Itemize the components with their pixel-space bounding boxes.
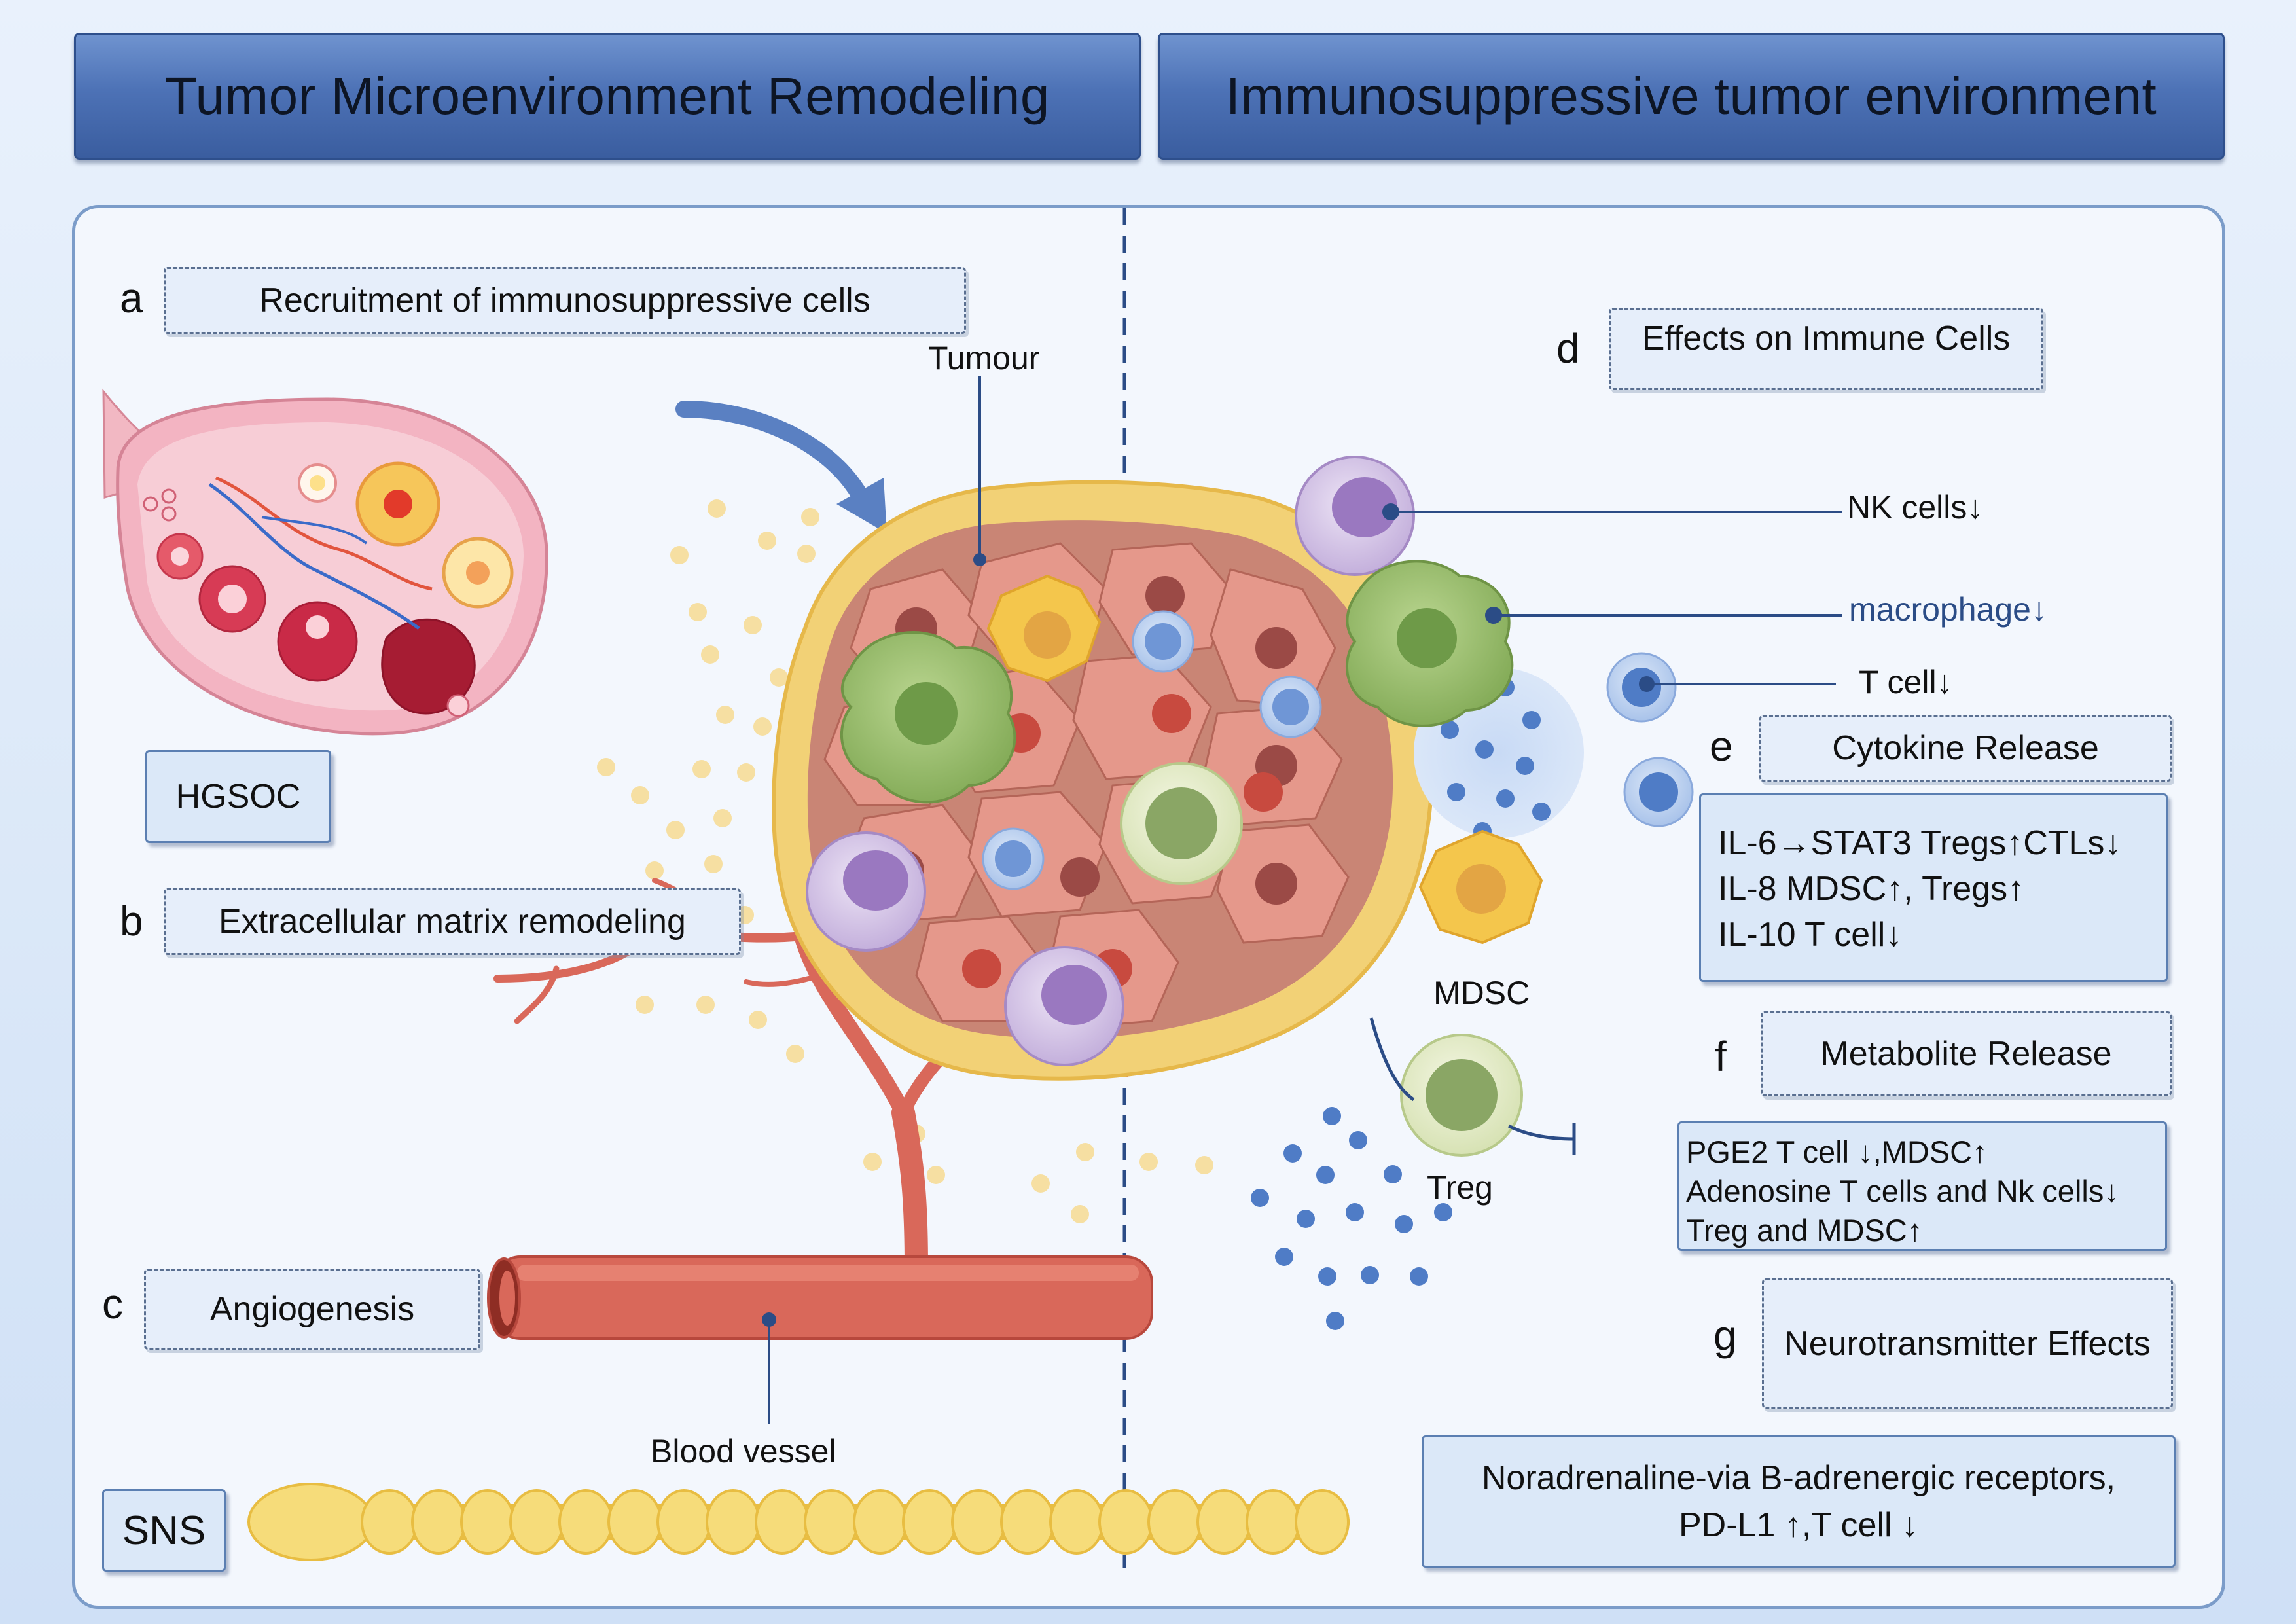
neurotransmitter-box: Noradrenaline-via B-adrenergic receptors… [1422, 1435, 2176, 1568]
sns-box: SNS [102, 1489, 226, 1572]
section-letter-e: e [1710, 723, 1733, 770]
treg-cell-right [1400, 1034, 1523, 1157]
macrophage-label: macrophage↓ [1849, 591, 2047, 628]
section-b-label: Extracellular matrix remodeling [219, 903, 686, 941]
macrophage-cell-tumour [840, 631, 1016, 804]
sns-nerve-fiber [247, 1483, 1350, 1561]
t-cell-tumour-1 [1132, 610, 1194, 673]
section-e-label: Cytokine Release [1832, 729, 2099, 767]
section-a-box: Recruitment of immunosuppressive cells [164, 267, 966, 334]
nk-cell-right [1295, 456, 1415, 576]
ovary-illustration [102, 388, 548, 736]
sns-label: SNS [122, 1507, 206, 1553]
t-cell-tumour-2 [1259, 676, 1322, 738]
nk-cells-label: NK cells↓ [1847, 489, 1984, 526]
cytokine-particles-right [1251, 1107, 1452, 1330]
tumour-pointer [973, 376, 986, 566]
section-g-box: Neurotransmitter Effects [1762, 1278, 2173, 1409]
tumour-label: Tumour [928, 340, 1040, 376]
blood-vessel-label: Blood vessel [651, 1433, 836, 1470]
nk-cell-tumour-2 [1004, 946, 1124, 1066]
cytokine-box: IL-6→STAT3 Tregs↑CTLs↓ IL-8 MDSC↑, Tregs… [1699, 793, 2168, 982]
cytokine-line-2: IL-8 MDSC↑, Tregs↑ [1718, 870, 2025, 908]
treg-inhibition-arrow [1369, 1017, 1576, 1155]
header-right: Immunosuppressive tumor environment [1158, 33, 2225, 160]
section-g-label: Neurotransmitter Effects [1784, 1324, 2151, 1363]
t-cell-right-2 [1623, 757, 1694, 827]
metabolite-line-3: Treg and MDSC↑ [1686, 1213, 1923, 1248]
section-letter-a: a [120, 274, 143, 321]
cytokine-line-1: IL-6→STAT3 Tregs↑CTLs↓ [1718, 824, 2122, 862]
section-d-box: Effects on Immune Cells [1609, 308, 2043, 390]
treg-label: Treg [1427, 1169, 1493, 1206]
neurotransmitter-line-1: Noradrenaline-via B-adrenergic receptors… [1481, 1459, 2116, 1497]
header-left-title: Tumor Microenvironment Remodeling [165, 67, 1050, 125]
t-cell-label: T cell↓ [1859, 664, 1953, 700]
cytokine-line-3: IL-10 T cell↓ [1718, 916, 1903, 954]
immune-pointers [1382, 503, 1842, 692]
section-letter-d: d [1556, 325, 1580, 372]
cytokine-particles-left [597, 499, 1213, 1223]
blood-vessel-pointer [762, 1312, 776, 1424]
header-left: Tumor Microenvironment Remodeling [74, 33, 1141, 160]
section-letter-b: b [120, 897, 143, 945]
t-cell-tumour-3 [982, 827, 1045, 890]
section-e-box: Cytokine Release [1759, 715, 2172, 782]
treg-cell-tumour [1120, 762, 1243, 885]
hgsoc-label: HGSOC [175, 778, 301, 816]
section-f-label: Metabolite Release [1820, 1035, 2112, 1073]
section-letter-f: f [1715, 1033, 1727, 1080]
section-c-box: Angiogenesis [144, 1269, 480, 1350]
macrophage-cell-right [1345, 560, 1514, 727]
section-letter-c: c [102, 1280, 123, 1327]
section-a-label: Recruitment of immunosuppressive cells [259, 281, 870, 319]
section-c-label: Angiogenesis [209, 1290, 415, 1328]
section-f-box: Metabolite Release [1761, 1011, 2172, 1096]
section-b-box: Extracellular matrix remodeling [164, 888, 741, 955]
metabolite-line-2: Adenosine T cells and Nk cells↓ [1686, 1174, 2119, 1208]
mdsc-cell-right [1418, 829, 1543, 945]
mdsc-cell-tumour [986, 574, 1102, 683]
nk-cell-tumour-1 [806, 831, 926, 952]
section-letter-g: g [1713, 1312, 1737, 1359]
mdsc-label: MDSC [1433, 975, 1530, 1011]
metabolite-line-1: PGE2 T cell ↓,MDSC↑ [1686, 1134, 1988, 1169]
hgsoc-box: HGSOC [145, 750, 331, 843]
header-right-title: Immunosuppressive tumor environment [1225, 67, 2157, 125]
blood-vessel [487, 1255, 1153, 1340]
metabolite-box: PGE2 T cell ↓,MDSC↑ Adenosine T cells an… [1677, 1121, 2167, 1251]
neurotransmitter-line-2: PD-L1 ↑,T cell ↓ [1678, 1506, 1919, 1544]
section-d-label: Effects on Immune Cells [1641, 319, 2011, 357]
recruitment-arrow [675, 401, 887, 533]
